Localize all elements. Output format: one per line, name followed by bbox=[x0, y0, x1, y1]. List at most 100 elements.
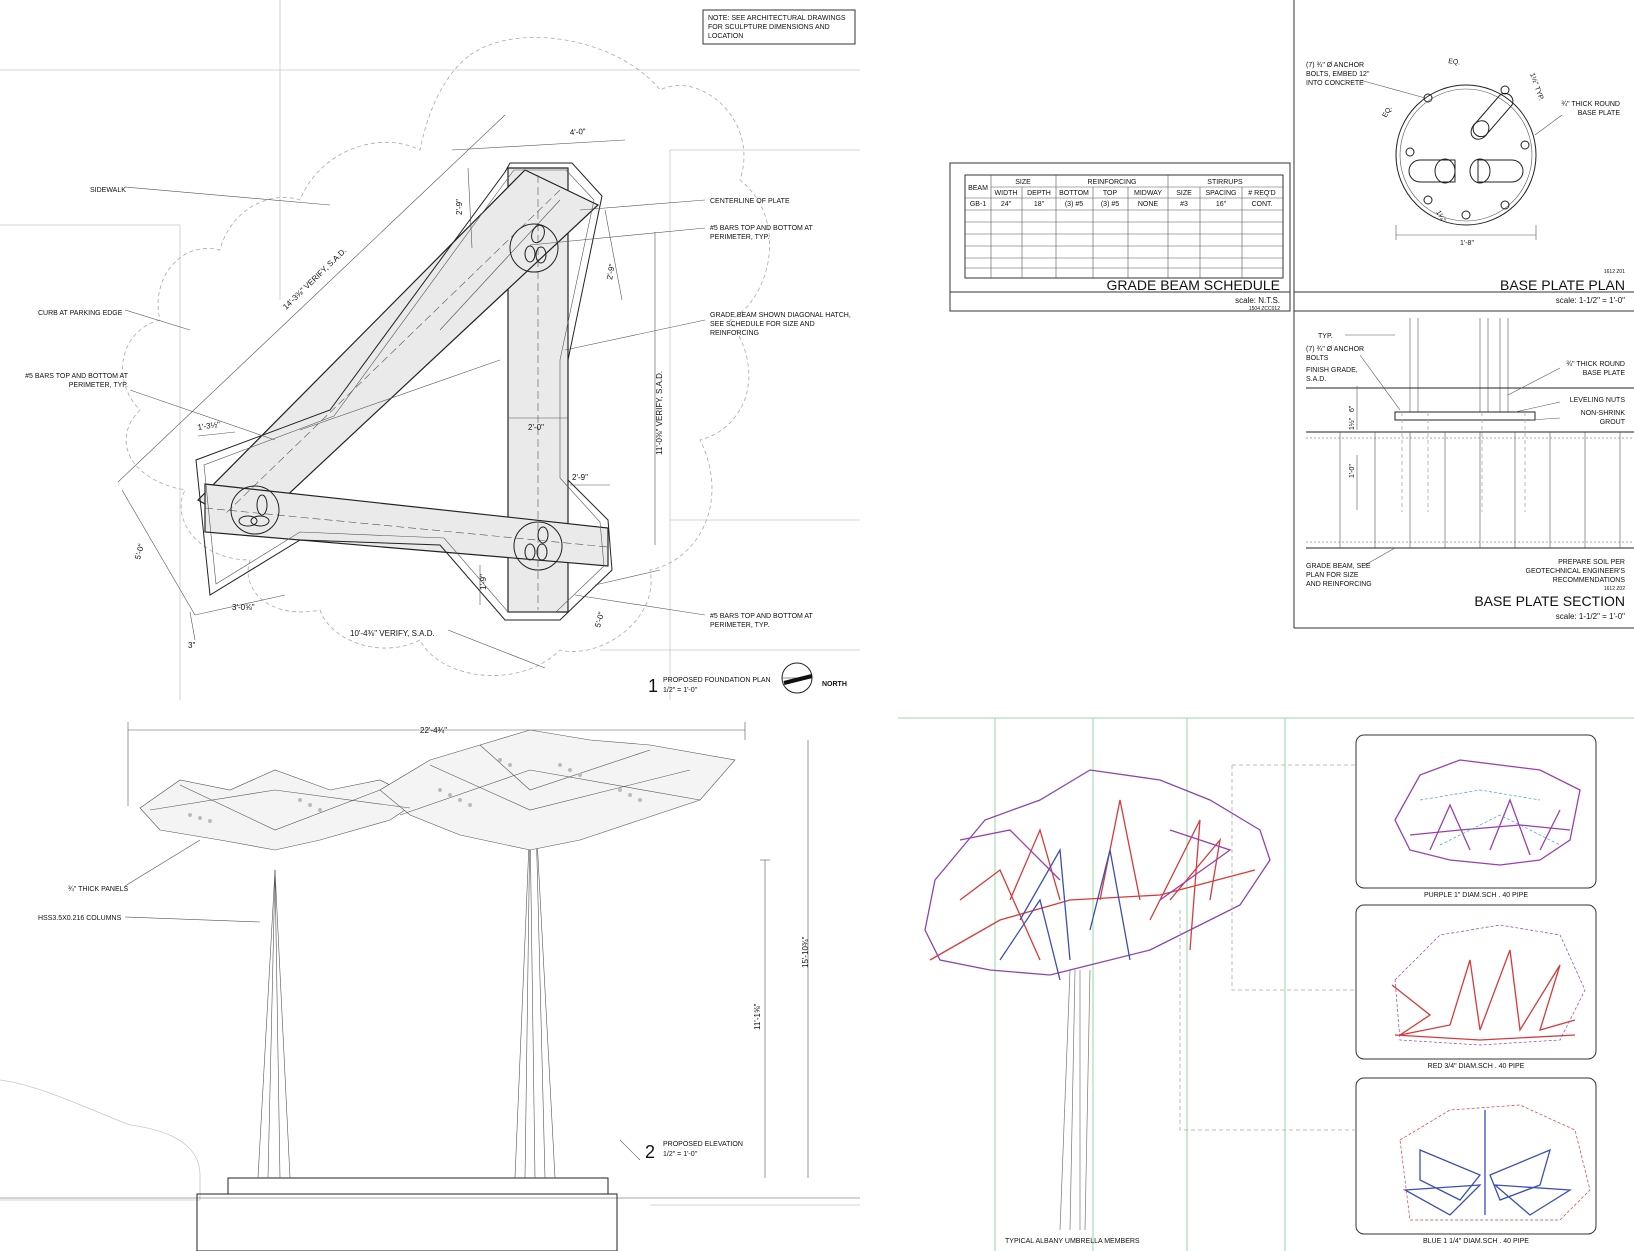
bps-beam-3: AND REINFORCING bbox=[1306, 581, 1372, 588]
sched-col-depth: DEPTH bbox=[1027, 190, 1051, 197]
base-plate-section: TYP. (7) ¾" Ø ANCHOR BOLTS FINISH GRADE,… bbox=[1306, 318, 1634, 621]
bps-thick-1: ¾" THICK ROUND bbox=[1566, 361, 1625, 368]
sched-cell-midway: NONE bbox=[1138, 201, 1159, 208]
base-plate-circle-right bbox=[513, 521, 563, 571]
bps-thick-2: BASE PLATE bbox=[1583, 370, 1626, 377]
label-bars-left-2: PERIMETER, TYP. bbox=[69, 382, 128, 389]
dim-2-9-b: 2'-9" bbox=[605, 263, 617, 280]
label-bars-left-1: #5 BARS TOP AND BOTTOM AT bbox=[25, 373, 129, 380]
label-sidewalk: SIDEWALK bbox=[90, 187, 126, 194]
sched-cell-bottom: (3) #5 bbox=[1065, 201, 1083, 208]
sched-col-size: SIZE bbox=[1176, 190, 1192, 197]
schedule-title: GRADE BEAM SCHEDULE bbox=[1107, 277, 1280, 293]
bps-typ: TYP. bbox=[1318, 333, 1333, 340]
bpp-width: 1'-8" bbox=[1460, 240, 1474, 247]
bps-soil-3: RECOMMENDATIONS bbox=[1553, 577, 1626, 584]
elev-title-number: 2 bbox=[645, 1142, 655, 1162]
label-bars-rb-2: PERIMETER, TYP. bbox=[710, 622, 769, 629]
bps-dim-1: 1½" bbox=[1348, 417, 1356, 430]
sched-col-spacing: SPACING bbox=[1206, 190, 1237, 197]
bpp-eq-left: EQ. bbox=[1382, 105, 1394, 119]
detail-red-label: RED 3/4" DIAM.SCH . 40 PIPE bbox=[1428, 1063, 1525, 1070]
dim-4-0: 4'-0" bbox=[570, 127, 587, 137]
bps-anchor-1: (7) ¾" Ø ANCHOR bbox=[1306, 346, 1364, 353]
plan-title: PROPOSED FOUNDATION PLAN bbox=[663, 677, 771, 684]
sched-col-width: WIDTH bbox=[995, 190, 1018, 197]
schedule-scale: scale: N.T.S. bbox=[1235, 296, 1280, 305]
elev-columns-label: HSS3.5X0.216 COLUMNS bbox=[38, 915, 122, 922]
label-bars-rt-2: PERIMETER, TYP. bbox=[710, 234, 769, 241]
elev-title: PROPOSED ELEVATION bbox=[663, 1141, 743, 1148]
panel-perforations bbox=[188, 758, 642, 823]
dim-3-0: 3'-0⅝" bbox=[232, 603, 255, 612]
bps-beam-2: PLAN FOR SIZE bbox=[1306, 572, 1359, 579]
bps-soil-1: PREPARE SOIL PER bbox=[1558, 559, 1625, 566]
foundation-plan: NOTE: SEE ARCHITECTURAL DRAWINGS FOR SCU… bbox=[0, 0, 860, 700]
bpp-ref: 1612 Z01 bbox=[1604, 269, 1625, 275]
bpp-scale: scale: 1-1/2" = 1'-0" bbox=[1556, 296, 1625, 305]
dim-10-4: 10'-4⅜" VERIFY, S.A.D. bbox=[350, 629, 435, 638]
dim-2-0: 2'-0" bbox=[528, 423, 544, 432]
dim-2-9-c: 2'-9" bbox=[572, 473, 588, 482]
detail-blue: BLUE 1 1/4" DIAM.SCH . 40 PIPE bbox=[1355, 1077, 1597, 1245]
bps-ref: 1612 Z02 bbox=[1604, 586, 1625, 592]
sched-cell-spacing: 16" bbox=[1216, 201, 1227, 208]
plan-note-line-1: NOTE: SEE ARCHITECTURAL DRAWINGS bbox=[708, 15, 846, 22]
elev-width: 22'-4¾" bbox=[420, 726, 447, 735]
bpp-title: BASE PLATE PLAN bbox=[1500, 277, 1625, 293]
bpp-typ: 1½" TYP. bbox=[1528, 72, 1545, 102]
dim-11-0: 11'-0⅜" VERIFY, S.A.D. bbox=[655, 371, 664, 455]
sched-cell-width: 24" bbox=[1001, 201, 1012, 208]
label-curb: CURB AT PARKING EDGE bbox=[38, 310, 123, 317]
bpp-thick-1: ¾" THICK ROUND bbox=[1561, 101, 1620, 108]
bps-dim-10: 1'-0" bbox=[1349, 464, 1356, 478]
proposed-elevation: 22'-4¾" 15'-10¾" 11'-1⅝" ¾" THICK PANELS… bbox=[0, 722, 860, 1251]
sched-col-bottom: BOTTOM bbox=[1059, 190, 1089, 197]
bps-grade-2: S.A.D. bbox=[1306, 376, 1326, 383]
detail-red: RED 3/4" DIAM.SCH . 40 PIPE bbox=[1355, 904, 1597, 1070]
elev-height: 15'-10¾" bbox=[801, 936, 810, 968]
foundation-perimeter bbox=[195, 162, 613, 621]
sched-group-reinforcing: REINFORCING bbox=[1088, 179, 1137, 186]
north-arrow-icon bbox=[781, 662, 813, 694]
plan-note-line-3: LOCATION bbox=[708, 33, 743, 40]
plan-title-number: 1 bbox=[648, 676, 658, 696]
sched-cell-req: CONT. bbox=[1252, 201, 1273, 208]
elev-panels-label: ¾" THICK PANELS bbox=[68, 886, 129, 893]
dim-1-3: 1'-3½" bbox=[197, 420, 221, 432]
north-label: NORTH bbox=[822, 681, 847, 688]
sched-col-beam: BEAM bbox=[968, 185, 988, 192]
elev-col-height: 11'-1⅝" bbox=[753, 1003, 762, 1030]
base-plate-circle-left bbox=[230, 485, 280, 535]
dim-14-3: 14'-3⅜" VERIFY, S.A.D. bbox=[281, 246, 348, 311]
dim-5-0-right: 5'-0" bbox=[593, 611, 606, 629]
sched-cell-top: (3) #5 bbox=[1101, 201, 1119, 208]
bps-grout-1: NON-SHRINK bbox=[1581, 410, 1626, 417]
bps-beam-1: GRADE BEAM, SEE bbox=[1306, 563, 1371, 570]
bps-grade-1: FINISH GRADE, bbox=[1306, 367, 1358, 374]
bps-grout-2: GROUT bbox=[1600, 419, 1626, 426]
label-grade-beam-3: REINFORCING bbox=[710, 330, 759, 337]
sched-cell-beam: GB-1 bbox=[970, 201, 986, 208]
bps-leveling: LEVELING NUTS bbox=[1570, 397, 1626, 404]
sched-col-midway: MIDWAY bbox=[1134, 190, 1162, 197]
detail-purple: PURPLE 1" DIAM.SCH . 40 PIPE bbox=[1355, 734, 1597, 899]
sched-cell-depth: 18" bbox=[1034, 201, 1045, 208]
sched-cell-size: #3 bbox=[1180, 201, 1188, 208]
umbrella-caption: TYPICAL ALBANY UMBRELLA MEMBERS bbox=[1005, 1238, 1140, 1245]
dim-2-9-a: 2'-9" bbox=[455, 199, 464, 215]
plan-note-line-2: FOR SCULPTURE DIMENSIONS AND bbox=[708, 24, 830, 31]
bpp-thick-2: BASE PLATE bbox=[1578, 110, 1621, 117]
bps-anchor-2: BOLTS bbox=[1306, 355, 1329, 362]
bpp-anchor-2: BOLTS, EMBED 12" bbox=[1306, 71, 1370, 78]
label-bars-rt-1: #5 BARS TOP AND BOTTOM AT bbox=[710, 225, 814, 232]
base-plate-plan: (7) ¾" Ø ANCHOR BOLTS, EMBED 12" INTO CO… bbox=[1293, 0, 1634, 629]
grade-beam-horizontal bbox=[204, 483, 609, 567]
canopy-panels bbox=[139, 729, 736, 851]
plan-scale: 1/2" = 1'-0" bbox=[663, 687, 698, 694]
base-plate-circle-top bbox=[509, 223, 559, 273]
umbrella-members-diagram: TYPICAL ALBANY UMBRELLA MEMBERS PURPLE 1… bbox=[898, 717, 1634, 1251]
dim-3-in: 3" bbox=[188, 641, 195, 650]
bps-dim-6: 6" bbox=[1349, 405, 1356, 412]
dim-5-0-left: 5'-0" bbox=[133, 543, 146, 561]
